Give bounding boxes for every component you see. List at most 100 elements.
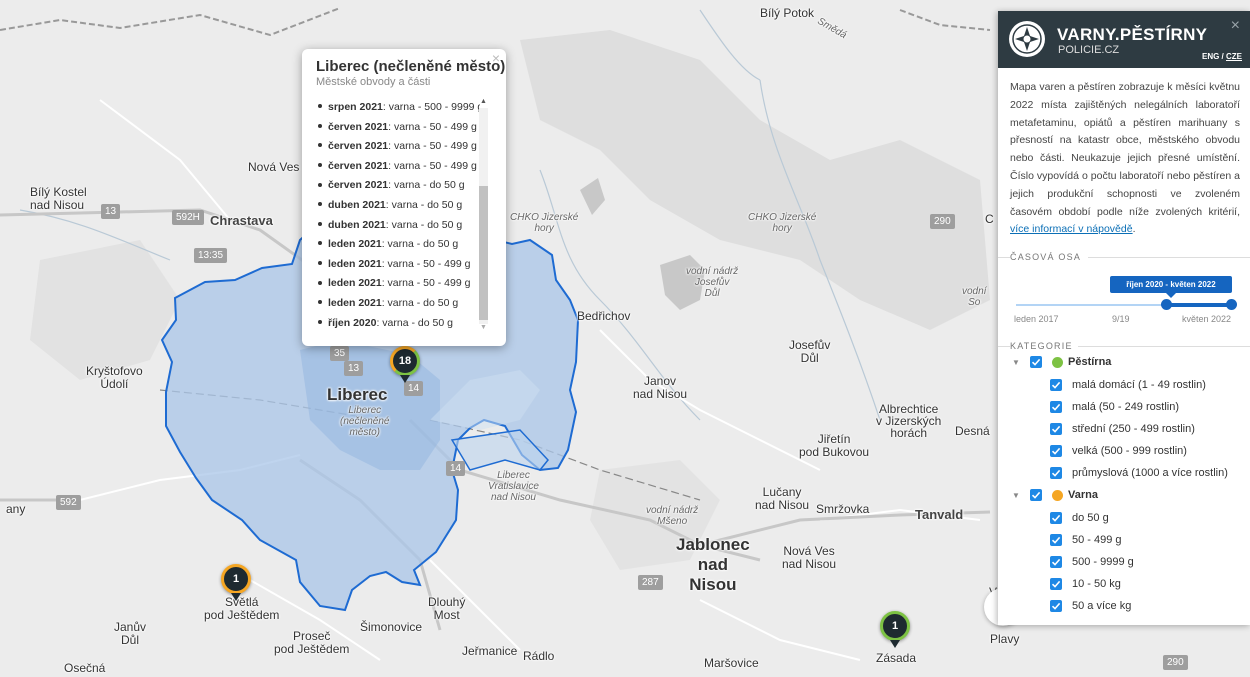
popup-list-item: červen 2021: varna - 50 - 499 g — [316, 157, 480, 177]
road-shield: 290 — [930, 214, 955, 229]
popup-list-item: duben 2021: varna - do 50 g — [316, 216, 480, 236]
scroll-up-icon[interactable]: ▲ — [480, 98, 487, 105]
place-nova-ves-nad-nisou: Nová Ves nad Nisou — [782, 544, 837, 571]
place-jablonec: Jablonec nad Nisou — [676, 535, 750, 594]
place-plavy: Plavy — [990, 632, 1020, 646]
subcategory-checkbox[interactable] — [1050, 466, 1062, 479]
scroll-down-icon[interactable]: ▼ — [480, 324, 487, 331]
category-varna[interactable]: ▼Varna — [1012, 489, 1098, 501]
subcategory-item[interactable]: do 50 g — [1050, 511, 1109, 524]
subcategory-checkbox[interactable] — [1050, 511, 1062, 524]
brand-title: VARNY.PĚSTÍRNY — [1057, 25, 1208, 44]
panel-description: Mapa varen a pěstíren zobrazuje k měsíci… — [1010, 81, 1240, 236]
timeline-slider[interactable]: říjen 2020 - květen 2022 leden 2017 9/19… — [1010, 276, 1238, 326]
lang-eng-link[interactable]: ENG — [1201, 52, 1220, 61]
water-mseno: vodní nádrž Mšeno — [646, 505, 699, 527]
road-shield: 592 — [56, 495, 81, 510]
popup-list-item: říjen 2020: varna - do 50 g — [316, 314, 480, 334]
place-smrzovka: Smržovka — [816, 502, 870, 516]
popup-list-item: leden 2021: varna - do 50 g — [316, 294, 480, 314]
subcategory-checkbox[interactable] — [1050, 577, 1062, 590]
language-switch: ENG / CZE — [1201, 52, 1242, 61]
timeline-range-label: říjen 2020 - květen 2022 — [1110, 276, 1232, 298]
place-lucany: Lučany nad Nisou — [755, 485, 810, 512]
road-shield: 14 — [446, 461, 466, 476]
popup-list-item: srpen 2021: varna - 500 - 9999 g — [316, 98, 480, 118]
panel-close-icon[interactable]: × — [1230, 17, 1240, 34]
popup-close-icon[interactable]: × — [491, 50, 500, 66]
timeline-section-title: ČASOVÁ OSA — [1010, 252, 1082, 262]
road-shield: 290 — [1163, 655, 1188, 670]
timeline-end-label: květen 2022 — [1182, 314, 1232, 324]
subcategory-checkbox[interactable] — [1050, 533, 1062, 546]
panel-header: VARNY.PĚSTÍRNY POLICIE.CZ × ENG / CZE — [998, 11, 1250, 68]
place-desna: Desná — [955, 424, 990, 438]
subcategory-checkbox[interactable] — [1050, 555, 1062, 568]
popup-list-item: leden 2021: varna - 50 - 499 g — [316, 255, 480, 275]
marker-liberec[interactable]: 18 — [390, 346, 420, 383]
subcategory-checkbox[interactable] — [1050, 444, 1062, 457]
subcategory-checkbox[interactable] — [1050, 599, 1062, 612]
help-link[interactable]: více informací v nápovědě — [1010, 223, 1133, 236]
subcategory-item[interactable]: 500 - 9999 g — [1050, 555, 1134, 568]
area-chko-2: CHKO Jizerské hory — [748, 212, 817, 234]
chevron-down-icon[interactable]: ▼ — [1012, 490, 1020, 500]
marker-svetla[interactable]: 1 — [221, 564, 251, 601]
info-popup: × Liberec (nečleněné město) Městské obvo… — [302, 49, 506, 346]
place-marsovice: Maršovice — [704, 656, 759, 670]
road-shield: 35 — [330, 346, 350, 361]
place-dlouhy-most: Dlouhý Most — [428, 595, 466, 622]
category-color-dot — [1052, 489, 1063, 501]
place-albrechtice: Albrechtice v Jizerských horách — [876, 402, 942, 440]
road-shield: 592H — [172, 210, 204, 225]
chevron-down-icon[interactable]: ▼ — [1012, 357, 1020, 367]
place-janov-nad-nisou: Janov nad Nisou — [633, 374, 688, 401]
place-chrastava: Chrastava — [210, 213, 273, 228]
place-jiretin: Jiřetín pod Bukovou — [799, 432, 870, 459]
subcategory-item[interactable]: 50 - 499 g — [1050, 533, 1122, 546]
popup-scrollbar[interactable]: ▲ ▼ — [479, 98, 488, 334]
popup-list-item: červen 2021: varna - 50 - 499 g — [316, 118, 480, 138]
timeline-end-handle[interactable] — [1226, 299, 1237, 310]
category-pestirna[interactable]: ▼Pěstírna — [1012, 356, 1112, 368]
popup-list-item: červen 2021: varna - 50 - 499 g — [316, 137, 480, 157]
place-tanvald: Tanvald — [915, 507, 964, 522]
category-checkbox[interactable] — [1030, 489, 1042, 501]
subcategory-item[interactable]: 50 a více kg — [1050, 599, 1131, 612]
place-bily-kostel: Bílý Kostel nad Nisou — [30, 185, 87, 212]
subcategory-item[interactable]: malá (50 - 249 rostlin) — [1050, 400, 1179, 413]
timeline-start-label: leden 2017 — [1014, 314, 1059, 324]
subcategory-checkbox[interactable] — [1050, 422, 1062, 435]
side-panel: VARNY.PĚSTÍRNY POLICIE.CZ × ENG / CZE Ma… — [998, 11, 1250, 625]
subcategory-item[interactable]: malá domácí (1 - 49 rostlin) — [1050, 378, 1206, 391]
subcategory-item[interactable]: střední (250 - 499 rostlin) — [1050, 422, 1195, 435]
brand-subtitle: POLICIE.CZ — [1058, 44, 1120, 56]
marker-zasada[interactable]: 1 — [880, 611, 910, 648]
water-right: vodní So — [962, 286, 987, 308]
timeline-start-handle[interactable] — [1161, 299, 1172, 310]
place-svetla: Světlá pod Ještědem — [204, 595, 280, 622]
subcategory-item[interactable]: průmyslová (1000 a více rostlin) — [1050, 466, 1228, 479]
subcategory-checkbox[interactable] — [1050, 378, 1062, 391]
place-jermanice: Jeřmanice — [462, 644, 518, 658]
place-simonovice: Šimonovice — [360, 620, 423, 634]
scroll-thumb[interactable] — [479, 186, 488, 320]
place-nova-ves: Nová Ves — [248, 160, 300, 174]
subcategory-item[interactable]: 10 - 50 kg — [1050, 577, 1121, 590]
place-prosec: Proseč pod Ještědem — [274, 629, 350, 656]
place-januv-dul: Janův Důl — [114, 620, 147, 647]
place-liberec-vratislavice: Liberec Vratislavice nad Nisou — [488, 470, 539, 503]
popup-list-item: červen 2021: varna - do 50 g — [316, 176, 480, 196]
subcategory-item[interactable]: velká (500 - 999 rostlin) — [1050, 444, 1187, 457]
category-color-dot — [1052, 356, 1063, 368]
place-bedrichov: Bedřichov — [577, 309, 631, 323]
road-shield: 287 — [638, 575, 663, 590]
place-bily-potok: Bílý Potok — [760, 6, 815, 20]
popup-subtitle: Městské obvody a části — [316, 76, 431, 88]
lang-cze-link[interactable]: CZE — [1226, 52, 1242, 61]
subcategory-checkbox[interactable] — [1050, 400, 1062, 413]
place-liberec-nechlenene: Liberec (nečleněné město) — [340, 405, 390, 438]
category-checkbox[interactable] — [1030, 356, 1042, 368]
road-shield: 13 — [101, 204, 121, 219]
